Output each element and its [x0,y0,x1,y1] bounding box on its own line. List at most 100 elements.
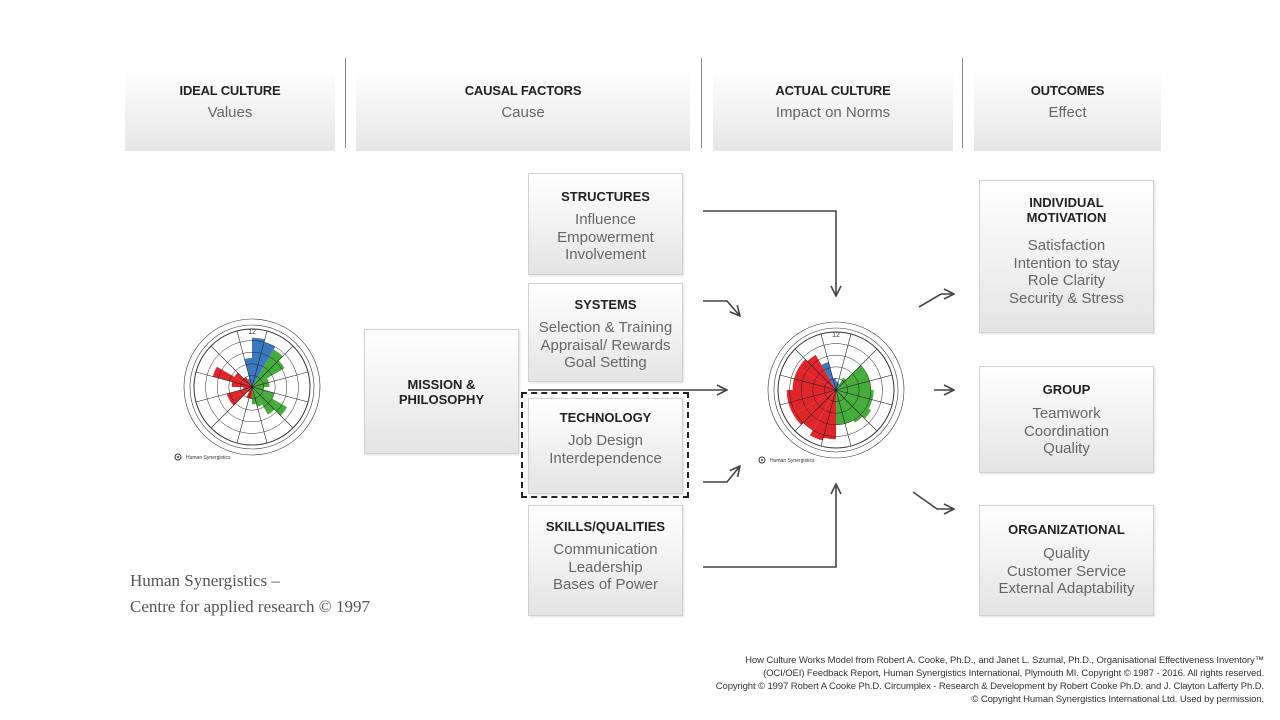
circumplex-sector [803,390,836,431]
copyright-footer: How Culture Works Model from Robert A. C… [644,654,1264,706]
box-line: Bases of Power [552,576,659,593]
box-title: GROUP [1042,382,1091,397]
credit-line: Human Synergistics – [130,571,280,590]
box-line: External Adaptability [998,580,1135,597]
circumplex-spoke [251,386,309,403]
circumplex-ring [767,321,905,459]
circumplex-ring [812,366,860,414]
circumplex-sector [836,390,873,409]
box-line: Goal Setting [564,354,647,371]
circumplex-spoke [794,389,837,432]
circumplex-ring [789,343,883,437]
circumplex-sector [226,387,252,401]
header-subtitle: Impact on Norms [775,104,891,121]
box-title-line2: MOTIVATION [1026,210,1107,225]
circumplex-spoke [835,374,893,391]
circumplex-ring [773,327,899,453]
mission-title-line1: MISSION & [407,376,476,392]
circumplex-sector [788,390,836,415]
circumplex-ring [228,363,276,411]
circumplex-spoke [251,386,268,444]
header-title: ACTUAL CULTURE [775,83,891,98]
circumplex-spoke [251,345,294,388]
box-line: Quality [1043,545,1090,562]
circumplex-spoke [835,389,878,432]
circumplex-sector [836,372,870,390]
circumplex-sector [252,349,283,387]
circumplex-sector [807,354,836,390]
box-line: Teamwork [1032,405,1101,422]
circumplex-spoke [835,348,878,391]
header-title: IDEAL CULTURE [179,83,281,98]
skills-arrow [703,484,836,568]
circumplex-spokes [195,330,309,444]
circumplex-spoke [251,371,309,388]
header-title: CAUSAL FACTORS [464,83,582,98]
box-title-line1: INDIVIDUAL [1029,195,1104,210]
structures-arrow [703,210,836,296]
systems-arrow [703,300,740,316]
box-line: Appraisal/ Rewards [540,336,671,354]
footer-line: Copyright © 1997 Robert A Cooke Ph.D. Ci… [715,681,1264,692]
circumplex-sector [809,390,836,441]
circumplex-ring [189,324,315,450]
technology-box: TECHNOLOGY Job Design Interdependence [528,398,683,494]
box-line: Job Design [567,432,644,449]
circumplex-sector [252,387,275,415]
circumplex-spoke [251,386,294,429]
circumplex-top-number: 12 [248,329,256,336]
circumplex-spoke [195,371,253,388]
header-divider [345,58,346,148]
header-actual-culture: ACTUAL CULTURE Impact on Norms [713,68,953,151]
circumplex-sectors [786,354,874,441]
circumplex-spoke [835,389,852,447]
circumplex-spoke [779,374,837,391]
header-divider [701,58,702,148]
circumplex-sector [836,383,840,390]
circumplex-ring [216,351,288,423]
circumplex-sector [836,390,872,419]
box-line: Involvement [565,246,646,263]
box-line: Quality [1043,440,1090,457]
circumplex-spoke [835,389,893,406]
skills-qualities-box: SKILLS/QUALITIES Communication Leadershi… [528,505,683,616]
circumplex-brand-label: Human Synergistics [186,455,231,461]
circumplex-sector [252,342,276,387]
circumplex-top-number: 12 [832,332,840,339]
circumplex-sector [836,365,867,390]
circumplex-sector [252,387,263,407]
footer-line: (OCI/OEI) Feedback Report, Human Synergi… [763,668,1264,679]
box-line: Intention to stay [1013,254,1120,272]
circumplex-ring [240,375,264,399]
circumplex-sector [793,390,836,425]
box-line: Influence [575,211,636,228]
circumplex-sector [798,359,836,390]
circumplex-sector [243,376,252,387]
circumplex-spoke [820,333,837,391]
circumplex-spoke [251,330,268,388]
mission-title-line2: PHILOSOPHY [398,391,485,407]
ideal-culture-circumplex: 12 Human Synergistics [174,318,321,461]
circumplex-spoke [195,386,253,403]
organizational-outcome-arrow [912,491,954,509]
circumplex-ring [205,340,299,434]
organizational-box: ORGANIZATIONAL Quality Customer Service … [979,505,1154,616]
circumplex-spokes [779,333,893,447]
group-box: GROUP Teamwork Coordination Quality [979,366,1154,473]
circumplex-sector [252,387,275,399]
circumplex-spoke [210,386,253,429]
box-line: Interdependence [549,449,662,467]
box-title: ORGANIZATIONAL [1008,522,1125,537]
circumplex-sector [252,360,285,387]
circumplex-brand-label: Human Synergistics [770,458,815,464]
box-line: Coordination [1023,422,1110,440]
header-title: OUTCOMES [1030,83,1105,98]
box-title: SYSTEMS [574,297,637,312]
circumplex-sector [836,390,863,423]
header-divider [962,58,963,148]
structures-box: STRUCTURES Influence Empowerment Involve… [528,173,683,275]
circumplex-sector [252,378,269,387]
circumplex-sector [246,387,252,399]
footer-line: How Culture Works Model from Robert A. C… [745,655,1264,666]
